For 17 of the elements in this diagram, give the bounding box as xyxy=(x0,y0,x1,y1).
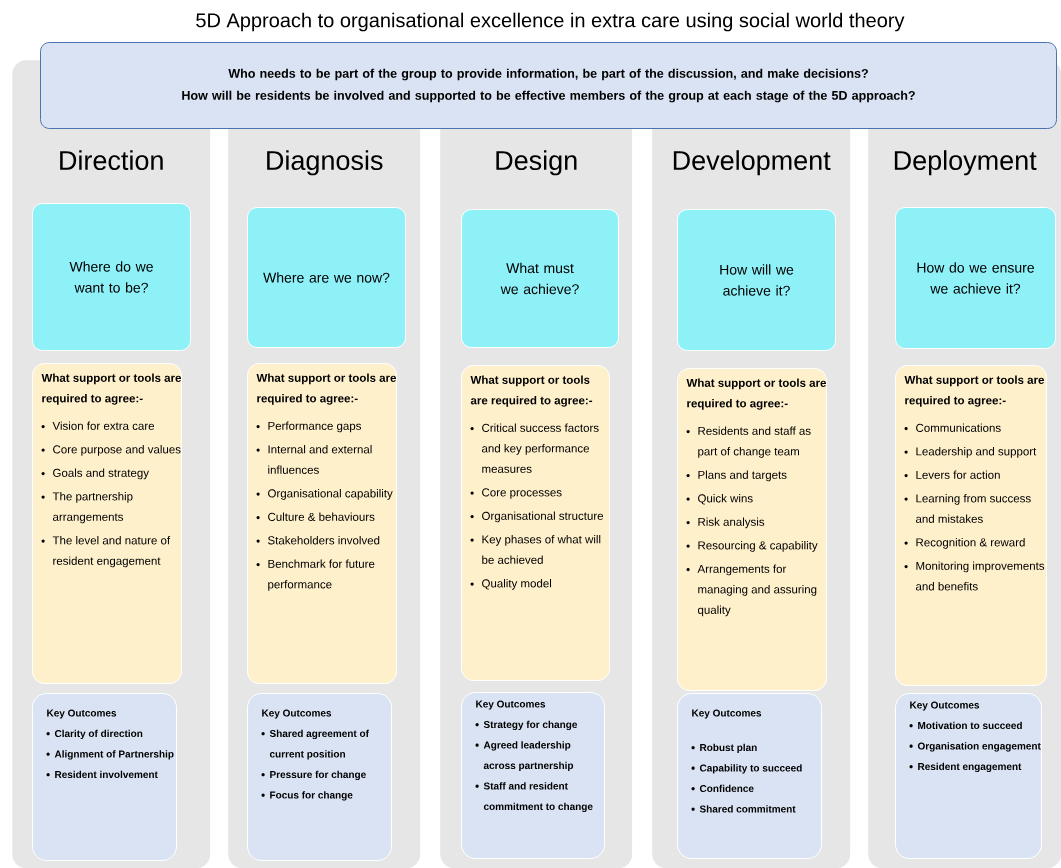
question-box: How will we achieve it? xyxy=(677,209,836,351)
tools-box: What support or tools are required to agree:- Critical success factors and key performance measures Core processes Organisational structure Key phases of what will be achieved Quality model xyxy=(461,365,610,681)
outcomes-box: Key Outcomes Clarity of direction Alignment of Partnership Resident involvement xyxy=(32,693,177,861)
question-box: How do we ensure we achieve it? xyxy=(895,207,1056,349)
question-box: What must we achieve? xyxy=(461,209,619,348)
question-box: Where do we want to be? xyxy=(32,203,191,351)
tools-box: What support or tools are required to agree:- Residents and staff as part of change team Plans and targets Quick wins Risk analysis Resourcing & capability Arrangements for managing and assuring quality xyxy=(677,368,827,691)
tools-box: What support or tools are required to agree:- Communications Leadership and support Levers for action Learning from success and mistakes Recognition & reward Monitoring improvements and benefits xyxy=(895,365,1047,686)
outcomes-box: Key Outcomes Robust plan Capability to succeed Confidence Shared commitment xyxy=(677,693,822,859)
tools-box: What support or tools are required to agree:- Vision for extra care Core purpose and values Goals and strategy The partnership arrangements The level and nature of resident engagement xyxy=(32,363,182,684)
question-box: Where are we now? xyxy=(247,207,406,348)
outcomes-box: Key Outcomes Motivation to succeed Organisation engagement Resident engagement xyxy=(895,693,1042,859)
tools-box: What support or tools are required to agree:- Performance gaps Internal and external influences Organisational capability Culture & behaviours Stakeholders involved Benchmark for future performance xyxy=(247,363,397,684)
title: 5D Approach to organisational excellence in extra care using social world theory xyxy=(196,12,905,32)
question-banner: Who needs to be part of the group to provide information, be part of the discussion, and make decisions? How will be residents be involved and supported to be effective members of the group at each stage of the 5D approach? xyxy=(40,42,1057,129)
outcomes-box: Key Outcomes Shared agreement of current position Pressure for change Focus for change xyxy=(247,693,392,861)
outcomes-box: Key Outcomes Strategy for change Agreed leadership across partnership Staff and resident commitment to change xyxy=(461,692,605,859)
